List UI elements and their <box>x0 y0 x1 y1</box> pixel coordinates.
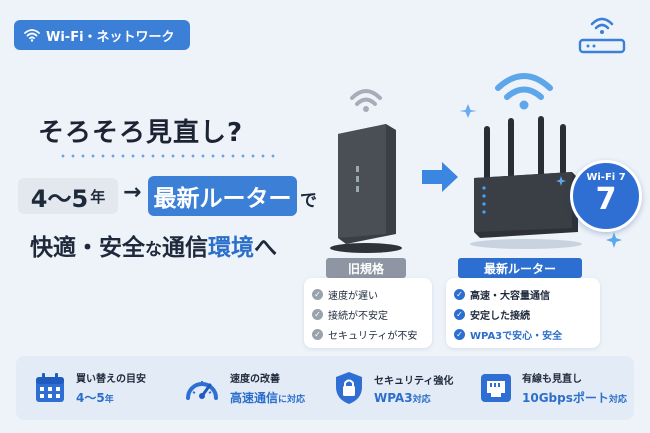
check-icon: ✓ <box>312 328 323 340</box>
wifi7-badge-title: Wi-Fi 7 <box>586 172 626 183</box>
feature-security: セキュリティ強化 WPA3対応 <box>334 356 453 420</box>
features-bar: 買い替えの目安 4～5年 速度の改善 高速通信に対応 セキュリティ強化 WPA3… <box>16 356 634 420</box>
feature-value: 高速通信に対応 <box>230 391 306 405</box>
feature-replacement-cycle: 買い替えの目安 4～5年 <box>34 356 146 420</box>
feature-title: 速度の改善 <box>230 374 280 385</box>
category-tag-label: Wi-Fi・ネットワーク <box>46 29 175 45</box>
tagline-part2: な <box>145 240 162 260</box>
wifi7-badge-number: 7 <box>595 182 617 217</box>
feature-speed: 速度の改善 高速通信に対応 <box>184 356 305 420</box>
list-item: ✓セキュリティが不安 <box>312 324 432 344</box>
new-router-label: 最新ルーター <box>458 258 582 278</box>
list-item: ✓高速・大容量通信 <box>454 284 600 304</box>
years-value: 4～5 <box>30 184 89 213</box>
tagline-part1: 快適・安全 <box>30 235 145 261</box>
list-item: ✓接続が不安定 <box>312 304 432 324</box>
list-item: ✓速度が遅い <box>312 284 432 304</box>
feature-value: 10Gbpsポート対応 <box>522 391 627 405</box>
dotted-divider <box>58 154 280 158</box>
wifi-icon <box>24 29 40 42</box>
feature-title: 買い替えの目安 <box>76 374 146 385</box>
lan-port-icon <box>481 374 511 402</box>
feature-wired: 有線も見直し 10Gbpsポート対応 <box>480 356 627 420</box>
new-router-illustration <box>460 73 582 249</box>
tagline-part3: 通信 <box>162 235 208 261</box>
check-icon: ✓ <box>312 288 323 300</box>
check-icon: ✓ <box>312 308 323 320</box>
check-icon: ✓ <box>454 288 465 300</box>
old-router-illustration <box>330 89 402 253</box>
check-icon: ✓ <box>454 328 465 340</box>
feature-value: WPA3対応 <box>374 390 431 405</box>
feature-title: 有線も見直し <box>522 374 582 385</box>
feature-value: 4～5年 <box>76 391 114 405</box>
tagline-part4: 環境 <box>208 235 254 261</box>
right-arrow-icon: → <box>123 180 142 205</box>
headline: そろそろ見直し? <box>38 118 244 148</box>
wifi7-badge: Wi-Fi 7 7 <box>570 160 642 232</box>
feature-title: セキュリティ強化 <box>374 375 454 387</box>
list-item: ✓安定した接続 <box>454 304 600 324</box>
upgrade-arrow-icon <box>422 162 458 192</box>
tagline: 快適・安全な通信環境へ <box>30 228 277 262</box>
particle-de: で <box>300 191 317 211</box>
sparkle-icon <box>606 232 622 248</box>
old-router-card: ✓速度が遅い ✓接続が不安定 ✓セキュリティが不安 <box>304 278 432 348</box>
new-router-card: ✓高速・大容量通信 ✓安定した接続 ✓WPA3で安心・安全 <box>446 278 600 348</box>
shield-lock-icon <box>336 372 362 404</box>
sparkle-icon <box>556 176 566 186</box>
new-router-pill: 最新ルーター <box>148 176 297 216</box>
old-router-label: 旧規格 <box>326 258 406 278</box>
list-item: ✓WPA3で安心・安全 <box>454 324 600 344</box>
years-unit: 年 <box>90 187 106 206</box>
check-icon: ✓ <box>454 308 465 320</box>
speedometer-icon <box>186 381 218 400</box>
router-wifi-icon <box>578 17 626 54</box>
calendar-icon <box>36 373 64 402</box>
tagline-part5: へ <box>254 235 277 261</box>
category-tag: Wi-Fi・ネットワーク <box>14 20 190 50</box>
